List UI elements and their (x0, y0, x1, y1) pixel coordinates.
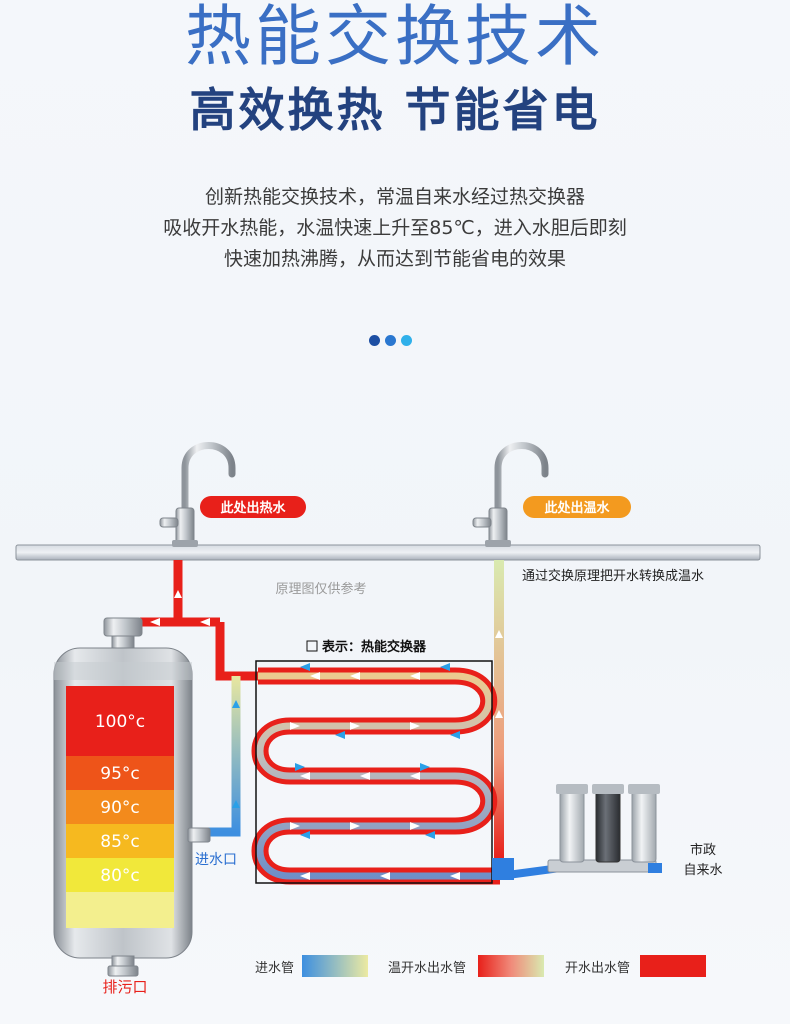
hot-water-pipe (140, 560, 183, 627)
description-line-2: 吸收开水热能，水温快速上升至85℃，进入水胆后即刻 (163, 217, 627, 239)
hot-water-outlet-badge (200, 496, 306, 518)
pager-dots (369, 331, 417, 350)
description: 创新热能交换技术，常温自来水经过热交换器 吸收开水热能，水温快速上升至85℃，进… (0, 182, 790, 275)
hot-feed-pipe (215, 622, 258, 681)
tank-temperature-bands: 100°c 95°c 90°c 85°c 80°c (66, 686, 174, 928)
tank-temp-label-1: 100°c (95, 712, 145, 732)
legend-inlet-swatch (302, 955, 368, 977)
page-subtitle: 高效换热 节能省电 (189, 83, 601, 137)
exchanger-legend-square (306, 640, 318, 652)
pager-dot-2 (385, 335, 396, 346)
warm-water-outlet-label: 此处出温水 (544, 500, 610, 516)
pipe-legend: 进水管 温开水出水管 开水出水管 (255, 955, 706, 977)
legend-boiling-label: 开水出水管 (565, 961, 630, 976)
exchanger-coil-inner (256, 672, 500, 880)
description-line-1: 创新热能交换技术，常温自来水经过热交换器 (204, 186, 585, 208)
tank-band-bottom (66, 892, 174, 928)
inlet-label: 进水口 (195, 852, 237, 868)
water-filter-unit (547, 784, 662, 873)
warm-water-outlet-badge (523, 496, 631, 518)
exchange-note: 通过交换原理把开水转换成温水 (522, 568, 704, 584)
legend-inlet-label: 进水管 (255, 961, 294, 976)
countertop (15, 544, 761, 561)
inlet-pipe (204, 676, 241, 837)
tank-band-2 (66, 756, 174, 790)
description-line-3: 快速加热沸腾，从而达到节能省电的效果 (223, 248, 566, 270)
legend-warm-label: 温开水出水管 (388, 961, 466, 976)
tank-band-3 (66, 790, 174, 824)
flow-arrows-cold (232, 663, 460, 839)
heat-exchanger-box (255, 660, 493, 884)
municipal-label-2: 自来水 (683, 863, 722, 878)
heat-exchange-diagram: 此处出热水 此处出温水 原理图仅供参考 通过交换原理把开水转换成温水 表示：热能… (15, 442, 761, 996)
hot-water-outlet-label: 此处出热水 (220, 500, 286, 516)
drain-label: 排污口 (102, 978, 147, 996)
tank-temp-label-2: 95°c (100, 764, 139, 784)
tank-band-5 (66, 858, 174, 892)
tank-temp-label-4: 85°c (100, 832, 139, 852)
hot-water-faucet (159, 442, 236, 547)
legend-boiling-swatch (640, 955, 706, 977)
municipal-label-1: 市政 (690, 842, 716, 858)
tank-temp-label-3: 90°c (100, 798, 139, 818)
page-title: 热能交换技术 (185, 0, 605, 75)
tank-band-4 (66, 824, 174, 858)
warm-water-faucet (472, 442, 549, 547)
tank-band-1 (66, 686, 174, 756)
flow-arrows-hot (150, 590, 460, 880)
exchanger-legend-label: 表示：热能交换器 (321, 639, 427, 655)
pager-dot-3 (401, 335, 412, 346)
tank-temp-label-5: 80°c (100, 866, 139, 886)
reference-note: 原理图仅供参考 (275, 581, 366, 597)
legend-warm-swatch (478, 955, 544, 977)
pager-dot-1 (369, 335, 380, 346)
